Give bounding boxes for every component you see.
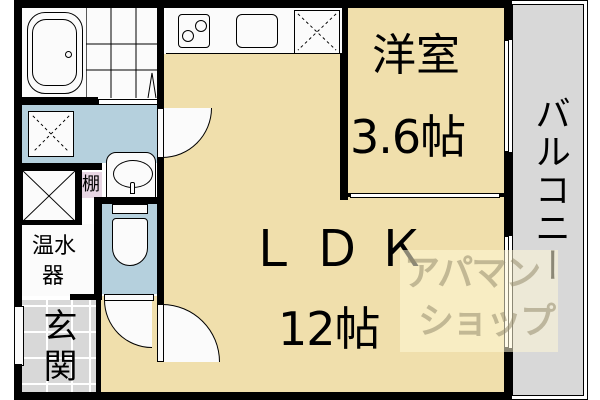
faucet-icon — [130, 182, 135, 194]
entrance-area — [22, 300, 98, 392]
washroom-bottom-wall — [22, 163, 102, 170]
ldk-name: ＬＤＫ — [248, 220, 440, 278]
shelf-label: 棚 — [82, 174, 100, 195]
western-room-sliding-door[interactable] — [350, 193, 500, 198]
toilet-bowl-icon — [112, 218, 148, 266]
entrance-label-1: 玄関 — [37, 308, 77, 388]
water-heater-label-2: 器 — [42, 264, 65, 289]
outer-wall-left-lower — [14, 364, 22, 400]
stove-icon — [178, 14, 210, 48]
bathtub-icon — [27, 12, 83, 94]
watermark-line-2: ショップ — [418, 301, 556, 342]
shelf-box — [82, 172, 102, 198]
outer-wall-top — [14, 0, 512, 8]
western-room-size: 3.6帖 — [350, 110, 466, 164]
outer-wall-bottom — [14, 392, 512, 400]
sink-icon — [236, 14, 278, 48]
wet-area-right-wall-lower — [157, 158, 164, 304]
washer-space-icon — [28, 111, 74, 157]
outer-wall-right-mid — [504, 152, 512, 236]
washbasin-bottom-wall — [98, 197, 160, 204]
ldk-door-lower-frame — [157, 304, 164, 362]
entrance-tile-grid — [22, 300, 98, 392]
bath-tile-grid — [86, 8, 158, 98]
corridor-left-wall — [96, 300, 101, 392]
western-room-left-wall — [340, 4, 348, 200]
ldk-door-upper-frame — [157, 108, 164, 158]
wet-area-right-wall — [157, 0, 164, 108]
storage-bottom-wall — [22, 220, 82, 225]
storage-closet-icon — [22, 170, 76, 222]
western-room — [346, 8, 504, 198]
water-heater-label-1: 温水 — [32, 234, 77, 259]
outer-wall-right-lower — [504, 348, 512, 400]
ldk-size: 12帖 — [278, 302, 381, 356]
water-heater-area — [22, 224, 94, 296]
outer-wall-left — [14, 0, 22, 306]
western-room-name: 洋室 — [372, 30, 460, 81]
outer-wall-right-upper — [504, 0, 512, 40]
bathroom-bottom-wall — [22, 97, 98, 105]
toilet-door-frame — [104, 294, 154, 301]
watermark — [400, 250, 558, 352]
watermark-line-1: アパマン — [404, 253, 541, 294]
storage-right-wall — [76, 163, 82, 225]
water-heater-bottom-wall — [70, 294, 102, 300]
window-western-room[interactable] — [504, 40, 509, 152]
toilet-left-wall — [94, 197, 102, 300]
fridge-space-icon — [294, 10, 340, 54]
toilet-tank-icon — [112, 204, 148, 214]
entrance-door[interactable] — [14, 306, 24, 366]
